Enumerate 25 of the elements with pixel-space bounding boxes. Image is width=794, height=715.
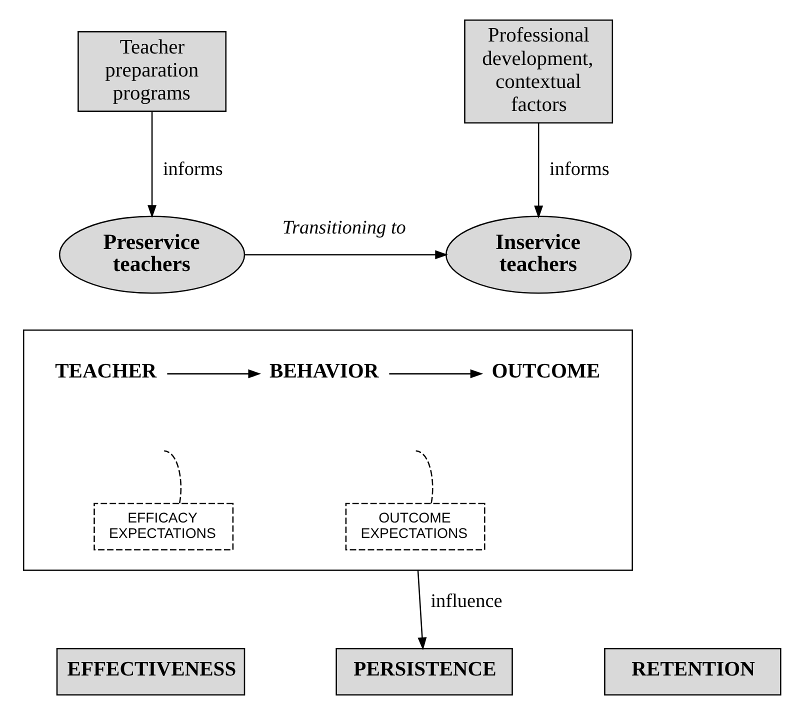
arrow [167,369,262,378]
arrow [417,570,427,650]
arrow [148,112,157,218]
node-box: EFFECTIVENESS [56,648,246,696]
node-box: EFFICACY EXPECTATIONS [94,502,234,550]
arrow [389,369,484,378]
edge-label: influence [430,590,502,612]
node-text: TEACHER [55,360,157,382]
node-text: BEHAVIOR [270,360,379,382]
edge-label: informs [162,158,223,180]
node-box: Teacher preparation programs [78,31,227,112]
node-text: OUTCOME [492,360,600,382]
node-ellipse: Preservice teachers [58,216,246,294]
edge-label: Transitioning to [282,218,406,239]
node-box: Professional development, contextual factors [464,20,614,124]
node-box: RETENTION [604,648,782,696]
node-box: PERSISTENCE [336,648,513,696]
edge-label: informs [550,158,610,180]
node-ellipse: Inservice teachers [445,216,632,294]
arrow [534,123,544,219]
arrow [244,250,448,260]
node-box: OUTCOME EXPECTATIONS [345,502,486,550]
cluster [22,330,633,571]
connector [164,450,182,504]
connector [416,450,434,504]
